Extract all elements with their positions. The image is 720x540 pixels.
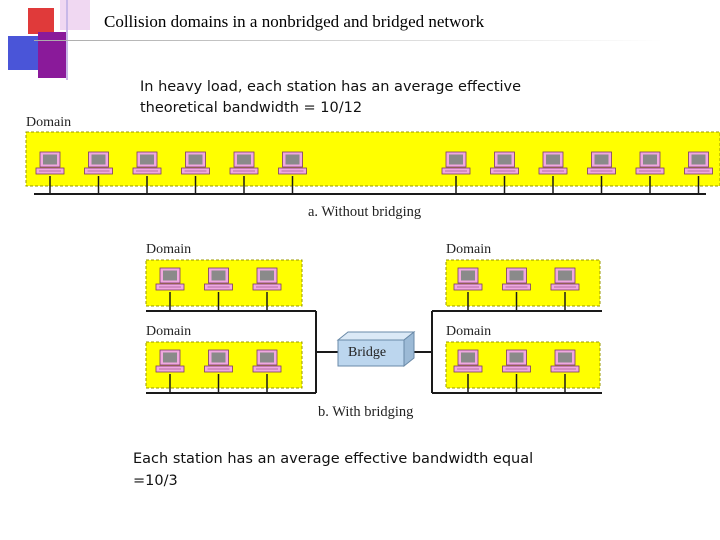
- domain-label-top-right: Domain: [446, 242, 492, 257]
- pc-a-1: [35, 151, 65, 194]
- domain-label-a: Domain: [26, 115, 72, 130]
- pc-a-10: [587, 151, 616, 194]
- pc-a-12: [684, 151, 713, 194]
- pc-bottom-right-3: [550, 349, 580, 393]
- slide-title: Collision domains in a nonbridged and br…: [104, 12, 485, 31]
- pc-bottom-left-3: [252, 349, 282, 393]
- pc-top-left-2: [204, 267, 233, 311]
- domain-label-bottom-right: Domain: [446, 324, 492, 339]
- pc-bottom-left-2: [204, 349, 233, 393]
- pc-a-5: [229, 151, 259, 194]
- note-bottom-line1: Each station has an average effective ba…: [133, 451, 534, 467]
- bridge-top-face: [336, 331, 416, 341]
- corner-square-purple: [38, 32, 68, 78]
- pc-top-left-1: [155, 267, 185, 311]
- caption-a: a. Without bridging: [308, 204, 422, 220]
- pc-top-left-3: [252, 267, 282, 311]
- domain-label-top-left: Domain: [146, 242, 192, 257]
- pc-top-right-3: [550, 267, 580, 311]
- pc-a-7: [441, 151, 471, 194]
- note-bottom-line2: =10/3: [133, 473, 178, 489]
- pc-a-9: [538, 151, 568, 194]
- pc-bottom-left-1: [155, 349, 185, 393]
- domain-box-a: [25, 131, 720, 187]
- corner-square-red: [28, 8, 54, 34]
- pc-bottom-right-1: [453, 349, 483, 393]
- caption-b: b. With bridging: [318, 404, 414, 420]
- pc-a-8: [490, 151, 519, 194]
- pc-a-3: [132, 151, 162, 194]
- pc-top-right-1: [453, 267, 483, 311]
- pc-a-2: [84, 151, 113, 194]
- pc-a-4: [181, 151, 210, 194]
- bridge-front-face: [337, 339, 405, 367]
- pc-a-6: [278, 151, 307, 194]
- bridge-label: Bridge: [348, 345, 387, 360]
- corner-square-light: [60, 0, 90, 30]
- note-top-line1: In heavy load, each station has an avera…: [140, 79, 522, 95]
- pc-bottom-right-2: [502, 349, 531, 393]
- pc-a-11: [635, 151, 665, 194]
- stations: [35, 151, 713, 393]
- pc-top-right-2: [502, 267, 531, 311]
- title-underline: [34, 40, 664, 41]
- note-top-line2: theoretical bandwidth = 10/12: [140, 100, 363, 116]
- domain-label-bottom-left: Domain: [146, 324, 192, 339]
